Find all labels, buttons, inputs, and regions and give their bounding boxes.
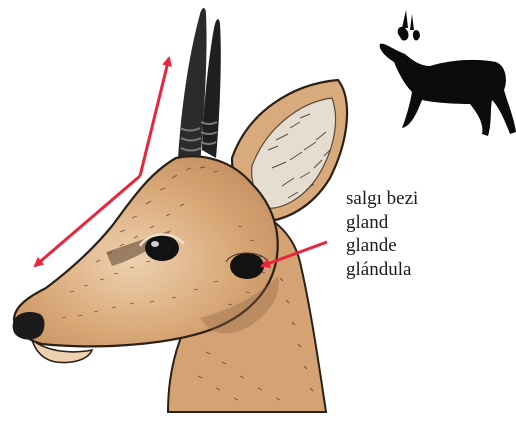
eye-highlight	[151, 241, 159, 247]
gland-label-spanish: glándula	[346, 258, 418, 282]
gland-label-french: glande	[346, 234, 418, 258]
eye	[145, 235, 179, 261]
gland-label-turkish: salgı bezi	[346, 187, 418, 211]
gland-label-list: salgı bezi gland glande glándula	[346, 187, 418, 281]
preorbital-gland	[230, 253, 264, 279]
horn-length-arrow-up	[140, 58, 169, 176]
antelope-silhouette	[380, 10, 516, 136]
nose	[13, 312, 45, 340]
gland-label-english: gland	[346, 211, 418, 235]
